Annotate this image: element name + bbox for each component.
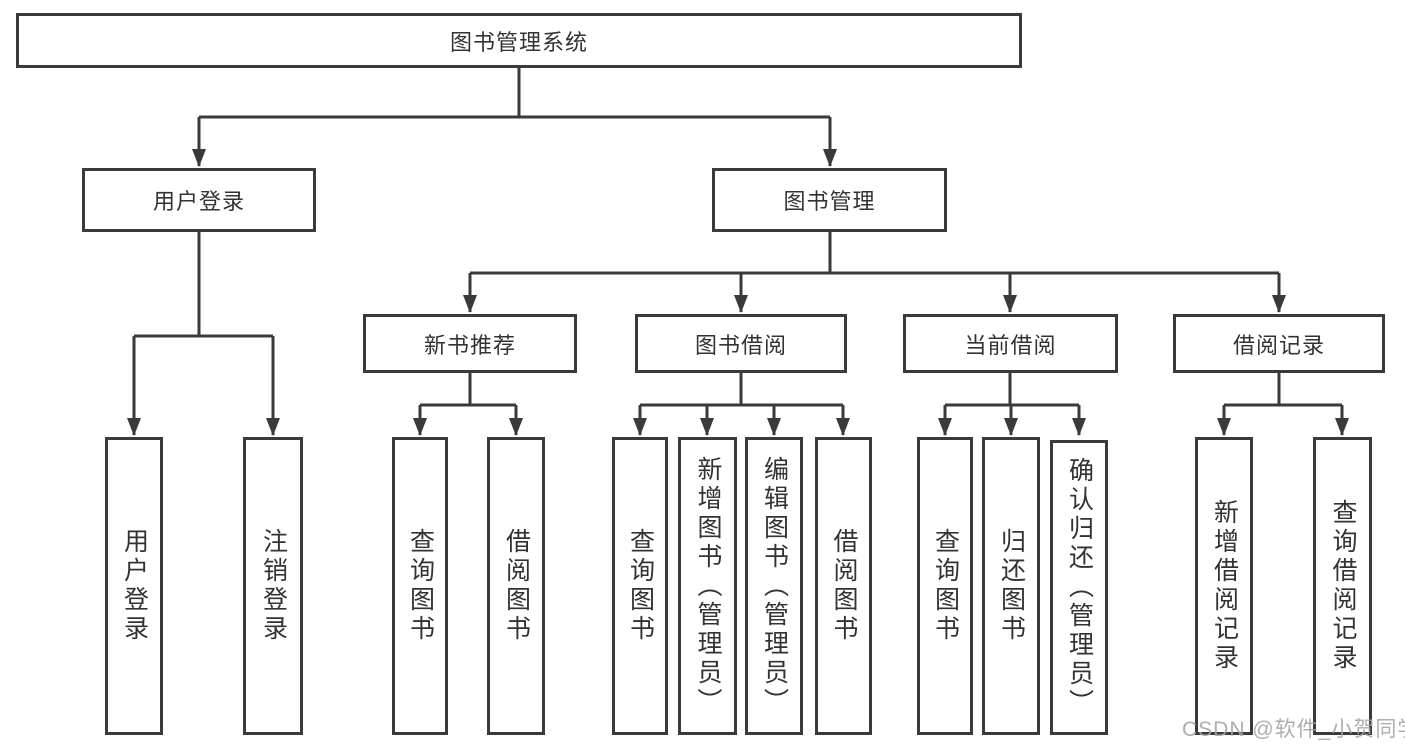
leaf-cb-confirm-return-admin: 确认归还（管理员） <box>1050 440 1108 735</box>
node-new-book-recommendation: 新书推荐 <box>363 314 577 373</box>
node-label: 编辑图书（管理员） <box>760 455 789 717</box>
node-label: 归还图书 <box>997 528 1026 644</box>
node-book-borrowing: 图书借阅 <box>635 314 847 373</box>
node-label: 查询借阅记录 <box>1329 499 1357 673</box>
leaf-cb-query-books: 查询图书 <box>917 437 973 735</box>
leaf-bb-query-books: 查询图书 <box>612 437 668 735</box>
connector-borrowing-split <box>640 373 843 407</box>
leaf-br-add-record: 新增借阅记录 <box>1195 437 1253 735</box>
node-label: 借阅图书 <box>830 528 858 644</box>
connector-root-split <box>199 68 830 119</box>
node-label: 图书管理系统 <box>449 29 588 55</box>
node-label: 图书借阅 <box>694 332 787 358</box>
connector-bookmgmt-split <box>470 232 1279 275</box>
node-library-management-system: 图书管理系统 <box>16 13 1022 68</box>
node-label: 查询图书 <box>626 528 655 644</box>
connector-login-split <box>134 232 273 338</box>
leaf-logout: 注销登录 <box>243 437 303 735</box>
connector-current-split <box>945 373 1079 407</box>
leaf-user-login: 用户登录 <box>105 437 163 735</box>
node-label: 新增图书（管理员） <box>694 455 722 717</box>
node-label: 查询图书 <box>406 528 435 644</box>
node-label: 新书推荐 <box>423 332 516 358</box>
node-label: 图书管理 <box>783 189 876 214</box>
node-label: 查询图书 <box>931 528 960 644</box>
leaf-br-query-record: 查询借阅记录 <box>1313 437 1372 735</box>
node-label: 用户登录 <box>152 189 245 214</box>
node-user-login: 用户登录 <box>82 168 316 232</box>
node-label: 确认归还（管理员） <box>1065 457 1094 718</box>
node-label: 借阅记录 <box>1232 332 1325 358</box>
leaf-nb-borrow-books: 借阅图书 <box>487 437 545 735</box>
leaf-nb-query-books: 查询图书 <box>392 437 448 735</box>
leaf-bb-edit-books-admin: 编辑图书（管理员） <box>745 437 803 735</box>
node-book-management: 图书管理 <box>712 168 947 232</box>
leaf-cb-return-books: 归还图书 <box>982 437 1040 735</box>
csdn-watermark: CSDN @软件_小贺同学 <box>1182 718 1405 741</box>
leaf-bb-borrow-books: 借阅图书 <box>815 437 872 735</box>
node-label: 注销登录 <box>259 528 288 644</box>
node-label: 用户登录 <box>120 528 149 644</box>
node-label: 借阅图书 <box>502 528 531 644</box>
leaf-bb-add-books-admin: 新增图书（管理员） <box>678 437 737 735</box>
node-borrowing-records: 借阅记录 <box>1173 314 1385 373</box>
connector-records-split <box>1224 373 1342 407</box>
node-label: 新增借阅记录 <box>1210 499 1239 673</box>
node-current-borrowing: 当前借阅 <box>903 314 1118 373</box>
node-label: 当前借阅 <box>964 332 1057 358</box>
connector-newbook-split <box>420 373 516 407</box>
